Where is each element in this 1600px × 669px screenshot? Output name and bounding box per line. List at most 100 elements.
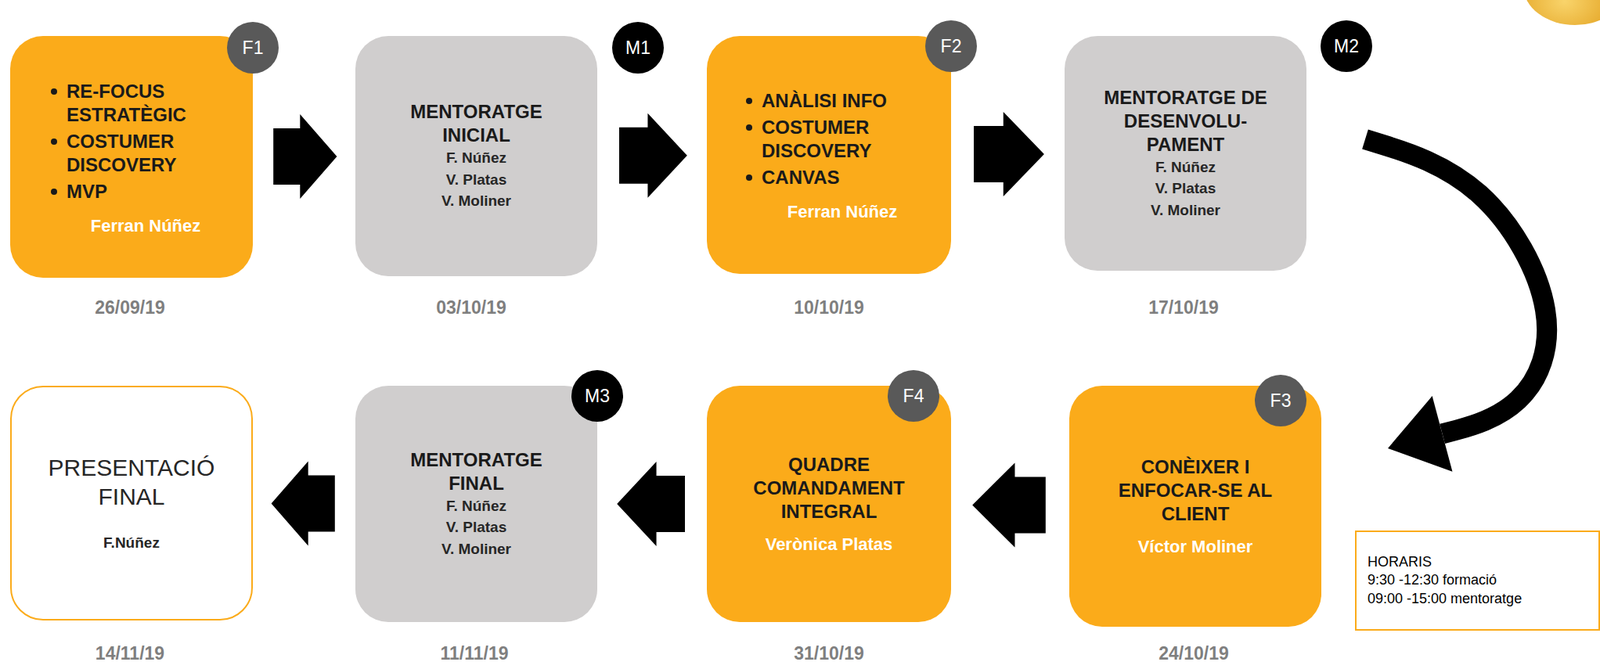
box-text: COSTUMER DISCOVERY [66, 129, 238, 177]
box-content: PRESENTACIÓ FINAL F.Núñez [24, 453, 239, 555]
bullet-item: MVP [50, 180, 108, 204]
mentor-name: V. Moliner [441, 538, 512, 561]
badge-label: F3 [1270, 390, 1292, 412]
date-label: 24/10/19 [1115, 643, 1273, 665]
block-arrow [972, 463, 1046, 548]
flow-arrow [271, 461, 336, 547]
badge-label: F1 [242, 37, 264, 59]
flow-arrow [1365, 139, 1547, 473]
date-label: 14/11/19 [51, 643, 209, 665]
mentoring-box: MENTORATGE FINALF. NúñezV. PlatasV. Moli… [355, 385, 598, 623]
box-content: CONÈIXER I ENFOCAR-SE AL CLIENT Víctor Mo… [1081, 455, 1309, 558]
box-content: M2 [1320, 36, 1373, 58]
box-content: MENTORATGE INICIALF. NúñezV. PlatasV. Mo… [367, 100, 585, 213]
box-content: MENTORATGE FINALF. NúñezV. PlatasV. Moli… [367, 448, 585, 561]
box-content: MENTORATGE DE DESENVOLU- PAMENTF. NúñezV… [1077, 86, 1294, 222]
box-content: RE-FOCUS ESTRATÈGICCOSTUMER DISCOVERY MVP… [22, 78, 241, 237]
date-label: 17/10/19 [1105, 297, 1262, 319]
bullet-item: RE-FOCUS ESTRATÈGIC [50, 79, 238, 127]
mentor-name: F.Núñez [103, 532, 160, 555]
flow-arrow [273, 114, 337, 199]
box-content: F2 [925, 36, 977, 58]
bullet-dot [50, 88, 58, 95]
bullet-dot [50, 138, 58, 145]
badge-label: F2 [940, 36, 963, 58]
corner-ornament [1523, 0, 1600, 26]
box-text: MVP [66, 180, 108, 204]
badge-label: M1 [625, 37, 651, 59]
step-badge: F3 [1254, 374, 1307, 427]
box-text: CONÈIXER I ENFOCAR-SE AL CLIENT [1111, 455, 1280, 527]
box-text: MENTORATGE DE DESENVOLU- PAMENT [1093, 86, 1278, 157]
flow-arrow [972, 463, 1046, 548]
box-text: 09:00 -15:00 mentoratge [1367, 590, 1522, 609]
box-content: F1 [227, 37, 279, 59]
arrow-head [1387, 396, 1453, 473]
box-text: MENTORATGE FINAL [382, 448, 571, 496]
training-box: RE-FOCUS ESTRATÈGICCOSTUMER DISCOVERY MVP… [10, 36, 253, 278]
bullet-item: CANVAS [745, 165, 840, 190]
box-text: 9:30 -12:30 formació [1367, 571, 1497, 590]
curved-arrow-body [1365, 139, 1547, 434]
block-arrow [273, 114, 337, 199]
box-content: ANÀLISI INFOCOSTUMER DISCOVERYCANVAS Ferr… [719, 87, 939, 223]
bullet-item: COSTUMER DISCOVERY [50, 129, 238, 177]
badge-label: M2 [1333, 36, 1359, 58]
block-arrow [619, 113, 688, 199]
date-label: 26/09/19 [51, 297, 209, 319]
step-badge: F4 [887, 370, 940, 422]
flow-arrow [973, 111, 1045, 197]
box-text: ANÀLISI INFO [761, 89, 887, 113]
step-badge: M1 [612, 21, 664, 74]
step-badge: F2 [925, 20, 977, 73]
step-badge: F1 [227, 21, 279, 74]
badge-label: F4 [903, 385, 925, 408]
box-text: CANVAS [761, 165, 840, 190]
training-box: ANÀLISI INFOCOSTUMER DISCOVERYCANVAS Ferr… [706, 36, 952, 274]
flow-arrow [616, 461, 685, 547]
trainer-name: Víctor Moliner [1138, 536, 1254, 558]
box-content: F3 [1254, 390, 1307, 412]
flow-arrow [619, 113, 688, 199]
step-badge: M2 [1320, 20, 1373, 73]
badge-label: M3 [584, 385, 610, 408]
mentor-name: V. Moliner [441, 190, 512, 213]
mentor-name: V. Platas [446, 516, 507, 539]
mentor-name: F. Núñez [446, 147, 507, 170]
date-label: 03/10/19 [392, 297, 550, 319]
box-content: F4 [887, 385, 940, 408]
block-arrow [616, 461, 685, 547]
bullet-dot [745, 124, 753, 131]
box-text: MENTORATGE INICIAL [382, 100, 571, 148]
date-label: 11/11/19 [396, 643, 553, 665]
box-text: COSTUMER DISCOVERY [761, 115, 936, 163]
mentor-name: V. Platas [1155, 177, 1216, 200]
date-label: 10/10/19 [750, 297, 908, 319]
mentor-name: V. Moliner [1150, 199, 1221, 222]
mentoring-box: MENTORATGE DE DESENVOLU- PAMENTF. NúñezV… [1064, 36, 1307, 271]
schedule-box: HORARIS9:30 -12:30 formació09:00 -15:00 … [1354, 530, 1600, 631]
bullet-dot [745, 97, 753, 105]
box-content: M1 [612, 37, 664, 59]
date-label: 31/10/19 [750, 643, 908, 665]
box-text: QUADRE COMANDAMENT INTEGRAL [735, 453, 923, 524]
block-arrow [271, 461, 336, 547]
bullet-item: COSTUMER DISCOVERY [745, 115, 936, 163]
box-content: HORARIS9:30 -12:30 formació09:00 -15:00 … [1367, 553, 1588, 609]
bullet-item: ANÀLISI INFO [745, 89, 887, 113]
mentor-name: F. Núñez [1155, 156, 1216, 179]
box-text: RE-FOCUS ESTRATÈGIC [66, 79, 238, 127]
mentor-name: V. Platas [446, 169, 507, 191]
mentor-name: F. Núñez [446, 495, 507, 518]
mentoring-box: MENTORATGE INICIALF. NúñezV. PlatasV. Mo… [355, 36, 598, 277]
trainer-name: Ferran Núñez [787, 201, 898, 223]
trainer-name: Verònica Platas [765, 534, 894, 555]
box-text: HORARIS [1367, 553, 1432, 572]
bullet-dot [50, 188, 58, 195]
bullet-dot [745, 174, 753, 181]
box-content: M3 [571, 385, 624, 408]
box-text: PRESENTACIÓ FINAL [37, 453, 226, 512]
block-arrow [973, 111, 1045, 197]
box-content: QUADRE COMANDAMENT INTEGRAL Verònica Plat… [719, 453, 939, 555]
step-badge: M3 [571, 370, 624, 422]
